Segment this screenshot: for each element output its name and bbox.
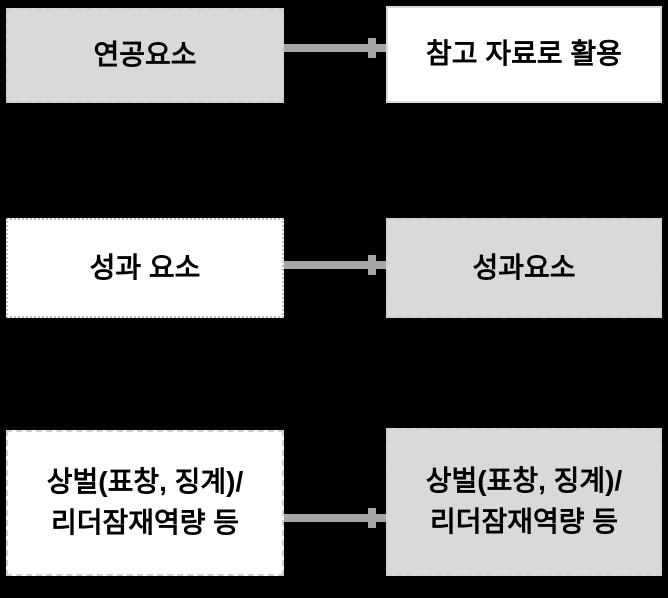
performance-factor-left-label: 성과 요소 <box>89 251 201 283</box>
seniority-factor-box: 연공요소 <box>6 8 284 103</box>
connector-arrow-row2 <box>284 261 386 269</box>
rewards-penalties-left-box: 상벌(표창, 징계)/ 리더잠재역량 등 <box>6 430 284 576</box>
connector-arrowhead-row2 <box>368 255 376 275</box>
connector-arrowhead-row1 <box>368 38 376 58</box>
rewards-penalties-left-label: 상벌(표창, 징계)/ 리더잠재역량 등 <box>46 466 244 538</box>
performance-factor-right-box: 성과요소 <box>386 218 662 318</box>
connector-arrow-row1 <box>284 44 386 52</box>
performance-factor-left-box: 성과 요소 <box>6 218 284 318</box>
rewards-penalties-right-box: 상벌(표창, 징계)/ 리더잠재역량 등 <box>386 428 662 576</box>
reference-material-box: 참고 자료로 활용 <box>386 6 662 103</box>
rewards-penalties-right-label: 상벌(표창, 징계)/ 리더잠재역량 등 <box>425 465 623 537</box>
reference-material-label: 참고 자료로 활용 <box>426 38 622 70</box>
connector-arrowhead-row3 <box>368 508 376 528</box>
performance-factor-right-label: 성과요소 <box>472 251 576 283</box>
seniority-factor-label: 연공요소 <box>93 39 197 71</box>
connector-arrow-row3 <box>284 514 386 522</box>
